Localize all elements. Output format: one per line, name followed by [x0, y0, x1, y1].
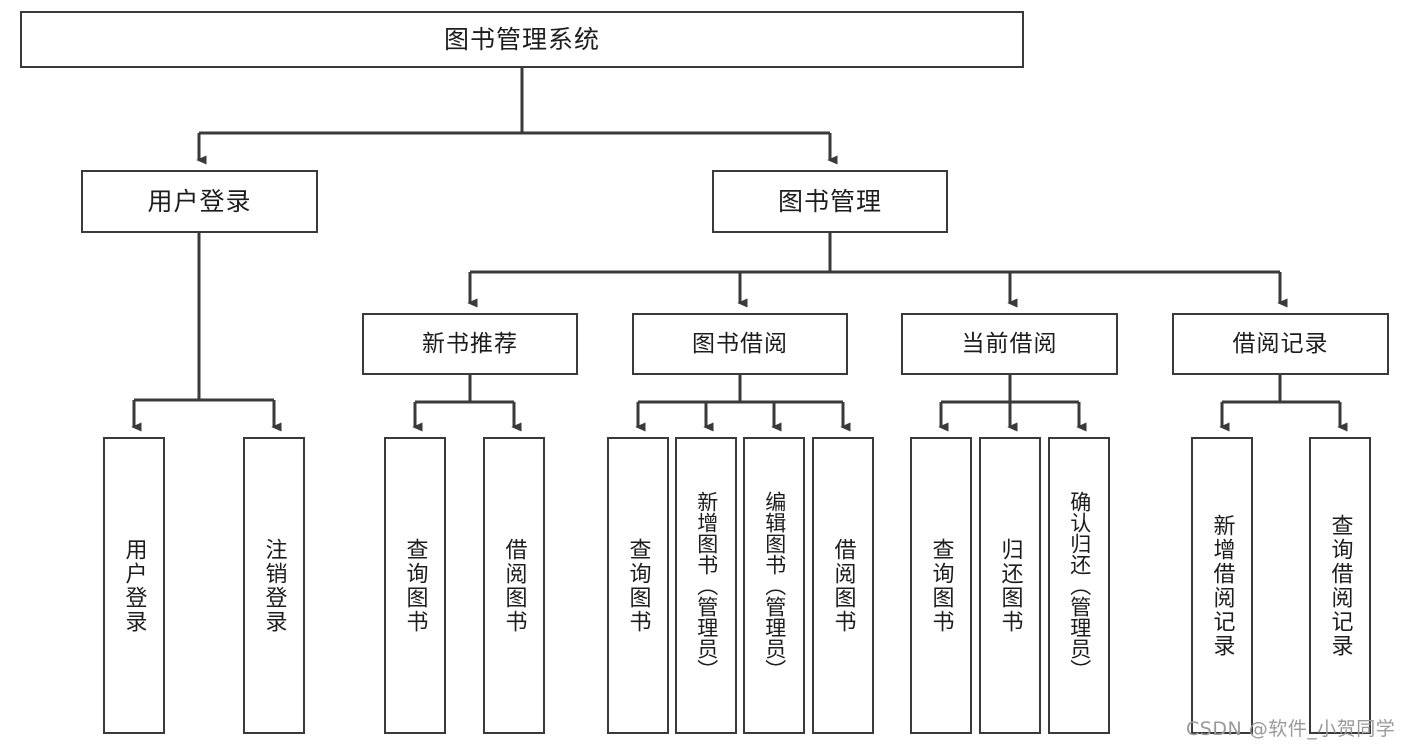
node-borrow-record-label: 借阅记录: [1232, 330, 1329, 357]
node-new-book-recommend-label: 新书推荐: [422, 330, 518, 357]
leaf-book-borrow-edit[interactable]: 编辑图书（管理员）: [743, 437, 805, 734]
watermark: CSDN @软件_小贺同学: [1186, 718, 1396, 740]
node-current-borrow-label: 当前借阅: [961, 330, 1058, 357]
leaf-book-borrow-add[interactable]: 新增图书（管理员）: [675, 437, 737, 734]
leaf-label: 新增图书（管理员）: [694, 491, 719, 680]
leaf-label: 借阅图书: [501, 537, 527, 634]
node-borrow-record[interactable]: 借阅记录: [1172, 313, 1389, 375]
leaf-label: 查询借阅记录: [1327, 513, 1353, 658]
node-new-book-recommend[interactable]: 新书推荐: [362, 313, 578, 375]
leaf-label: 借阅图书: [830, 537, 856, 634]
leaf-label: 注销登录: [261, 537, 287, 634]
leaf-current-borrow-confirm[interactable]: 确认归还（管理员）: [1048, 437, 1110, 734]
node-root-label: 图书管理系统: [443, 25, 600, 54]
leaf-user-login-login[interactable]: 用户登录: [103, 437, 165, 734]
node-book-borrow[interactable]: 图书借阅: [632, 313, 848, 375]
leaf-book-borrow-borrow[interactable]: 借阅图书: [812, 437, 874, 734]
node-user-login-label: 用户登录: [147, 187, 252, 216]
leaf-label: 编辑图书（管理员）: [762, 491, 787, 680]
leaf-new-book-borrow[interactable]: 借阅图书: [483, 437, 545, 734]
leaf-label: 查询图书: [402, 537, 428, 634]
node-current-borrow[interactable]: 当前借阅: [901, 313, 1118, 375]
node-book-management-label: 图书管理: [777, 187, 882, 216]
node-user-login[interactable]: 用户登录: [81, 170, 318, 233]
node-root[interactable]: 图书管理系统: [20, 11, 1024, 68]
leaf-label: 新增借阅记录: [1209, 513, 1235, 658]
leaf-borrow-record-query[interactable]: 查询借阅记录: [1309, 437, 1371, 734]
leaf-user-login-logout[interactable]: 注销登录: [243, 437, 305, 734]
node-book-management[interactable]: 图书管理: [712, 170, 948, 233]
leaf-current-borrow-query[interactable]: 查询图书: [910, 437, 972, 734]
leaf-label: 确认归还（管理员）: [1067, 491, 1092, 680]
leaf-label: 用户登录: [121, 537, 147, 634]
leaf-current-borrow-return[interactable]: 归还图书: [979, 437, 1041, 734]
leaf-label: 归还图书: [997, 537, 1023, 634]
leaf-book-borrow-query[interactable]: 查询图书: [607, 437, 669, 734]
node-book-borrow-label: 图书借阅: [692, 330, 788, 357]
leaf-label: 查询图书: [625, 537, 651, 634]
leaf-new-book-query[interactable]: 查询图书: [384, 437, 446, 734]
leaf-borrow-record-add[interactable]: 新增借阅记录: [1191, 437, 1253, 734]
leaf-label: 查询图书: [928, 537, 954, 634]
